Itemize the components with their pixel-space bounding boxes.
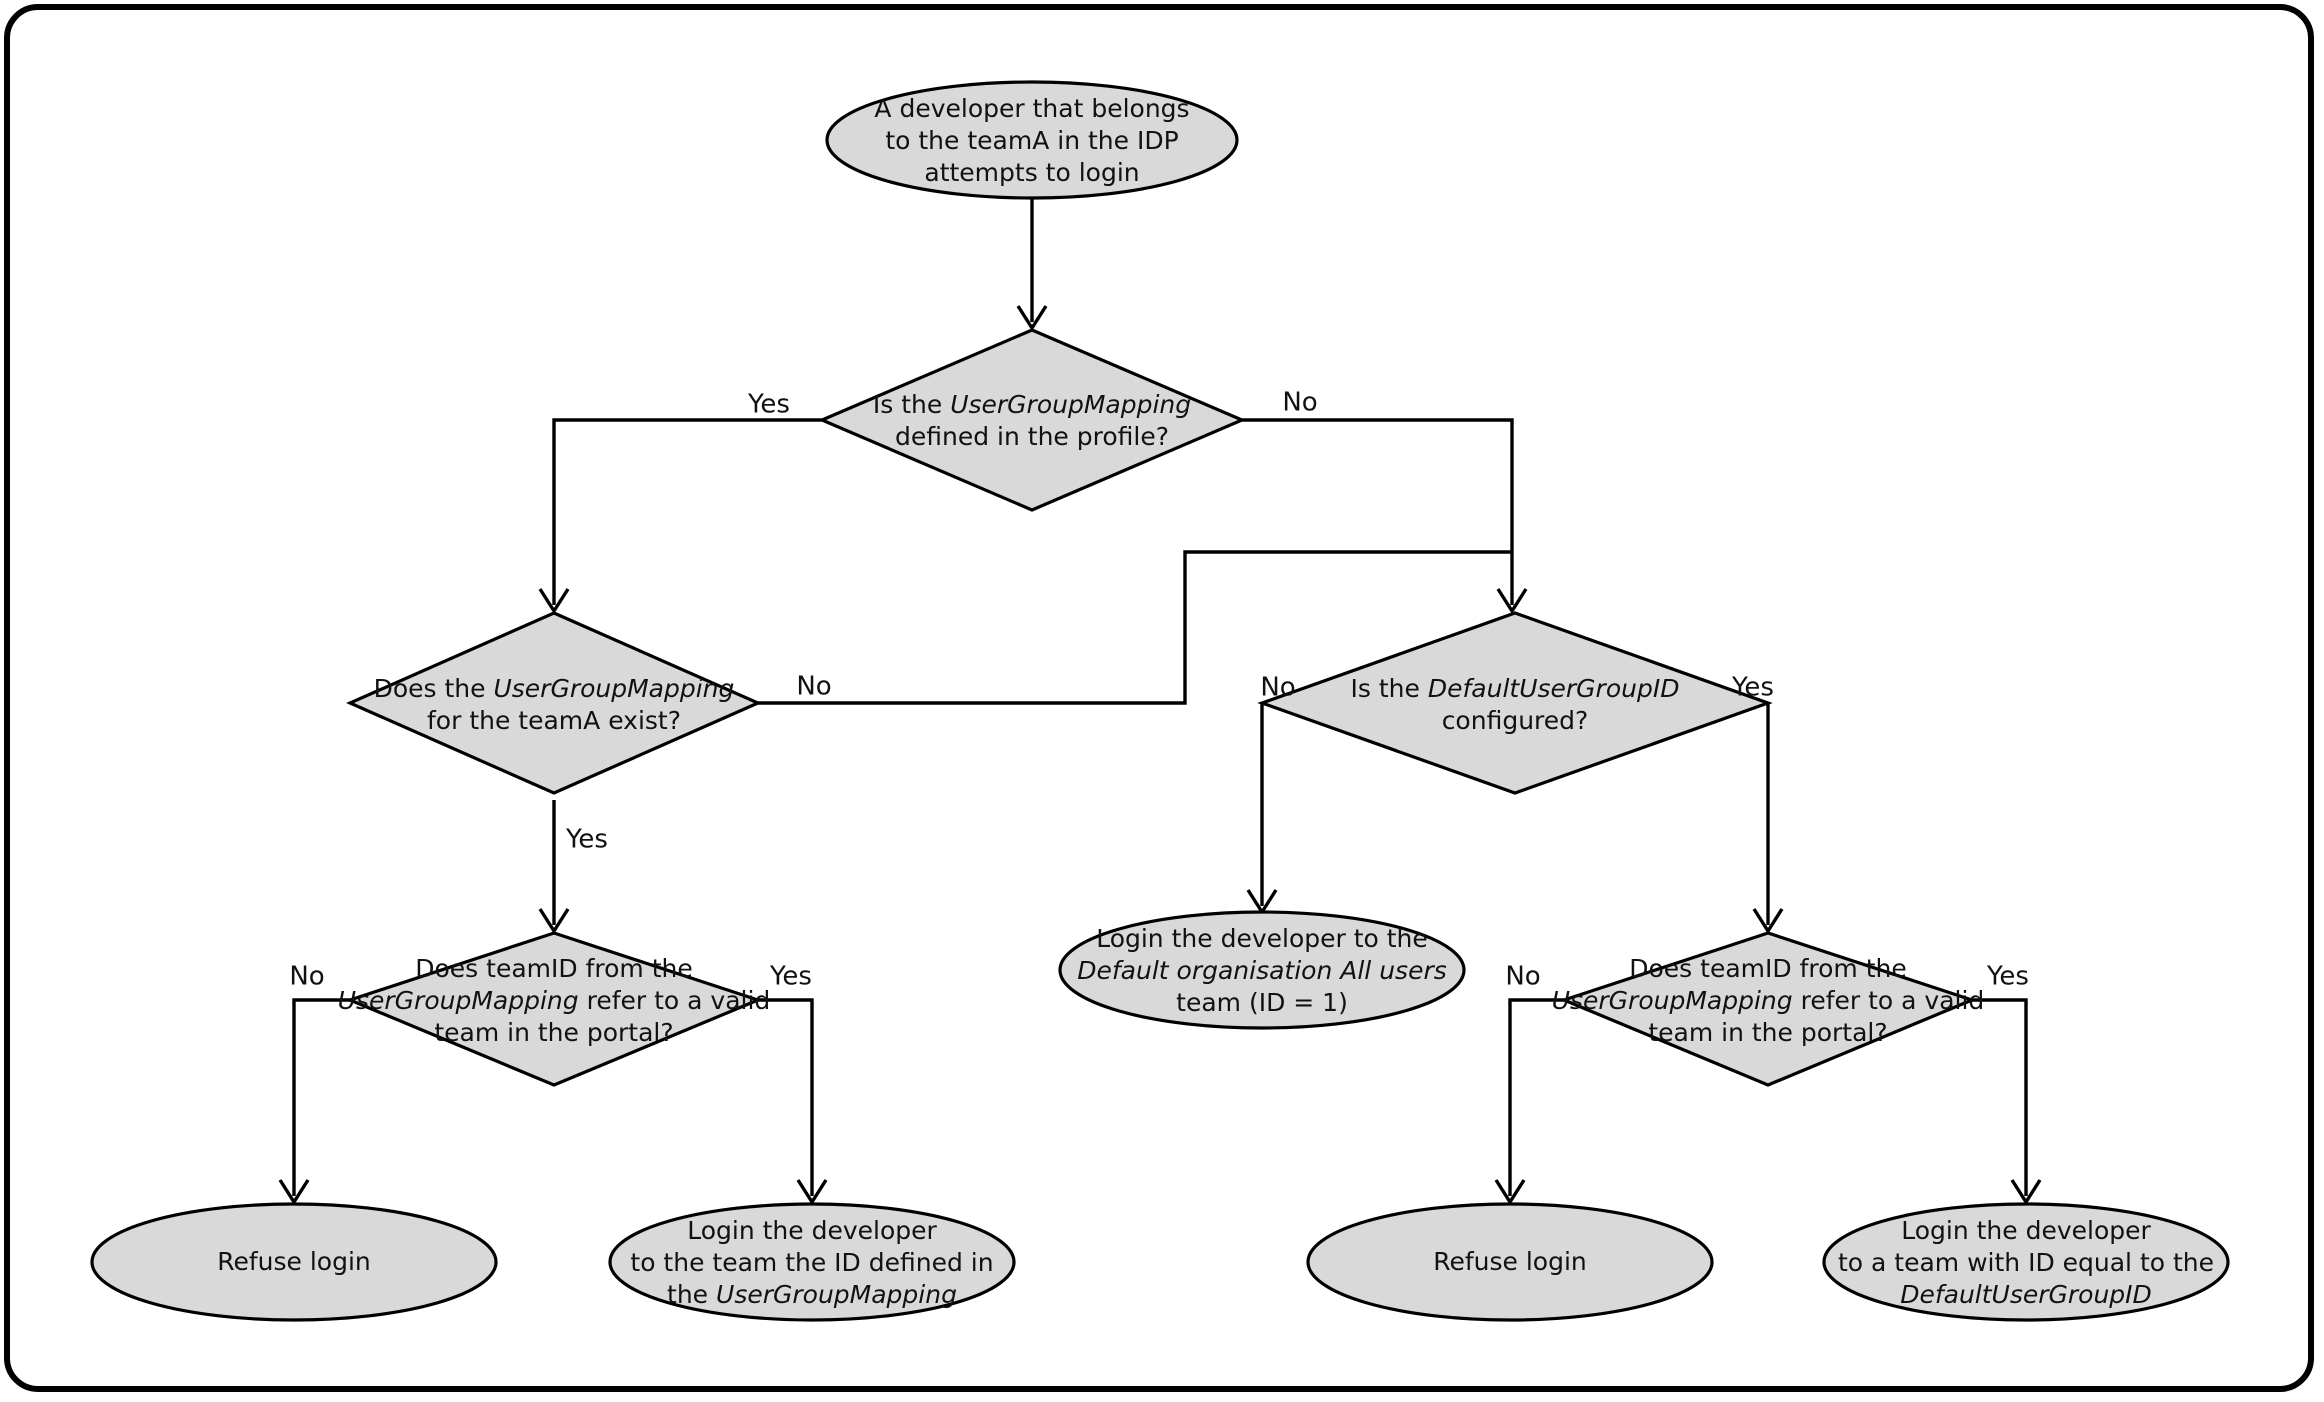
svg-text:to the team the ID defined in: to the team the ID defined in (630, 1248, 993, 1277)
node-login-mapping-line-2-seg-1: UserGroupMapping (716, 1280, 957, 1309)
edge-teamid-right-no (1508, 998, 1564, 1196)
svg-text:attempts to login: attempts to login (924, 158, 1139, 187)
node-default-group-line-0-seg-1: DefaultUserGroupID (1428, 674, 1680, 703)
svg-text:Login the developer to the: Login the developer to the (1096, 924, 1428, 953)
node-login-default-org[interactable]: Login the developer to the Default organ… (1058, 910, 1466, 1030)
edge-teamid-left-no (292, 998, 350, 1196)
svg-text:Login the developer: Login the developer (687, 1216, 937, 1245)
node-decision-mapping-defined[interactable]: Is the UserGroupMapping defined in the p… (817, 328, 1247, 512)
svg-text:Does teamID from the: Does teamID from the (415, 954, 692, 983)
svg-text:Does the UserGroupMapping: Does the UserGroupMapping (374, 674, 735, 703)
svg-text:team in the portal?: team in the portal? (434, 1018, 673, 1047)
svg-text:to the teamA in the IDP: to the teamA in the IDP (885, 126, 1178, 155)
svg-text:A developer that belongs: A developer that belongs (874, 94, 1189, 123)
edge-label-teamid-left-yes: Yes (769, 962, 812, 992)
node-teamid-right-line-0-seg-0: Does teamID from the (1629, 954, 1906, 983)
arrowhead-teamid-right-yes (2010, 1179, 2042, 1206)
node-login-default-line-1-seg-0: to a team with ID equal to the (1838, 1248, 2214, 1277)
edge-label-default-group-no: No (1260, 673, 1295, 703)
node-mapping-teama-line-1-seg-0: for the teamA exist? (427, 706, 681, 735)
node-start[interactable]: A developer that belongs to the teamA in… (825, 80, 1239, 200)
arrowhead-teamid-left-yes (796, 1179, 828, 1206)
svg-text:Default organisation All users: Default organisation All users (1077, 956, 1447, 985)
node-mapping-defined-line-0-seg-1: UserGroupMapping (950, 390, 1191, 419)
node-mapping-defined-line-1-seg-0: defined in the profile? (895, 422, 1169, 451)
edge-label-teamid-right-yes: Yes (1986, 962, 2029, 992)
edge-label-teamid-left-no: No (289, 962, 324, 992)
svg-text:for the teamA exist?: for the teamA exist? (427, 706, 681, 735)
arrowhead-teamid-right-no (1494, 1179, 1526, 1206)
arrowhead-mapping-teama-yes (538, 908, 570, 935)
edge-label-teamid-right-no: No (1505, 962, 1540, 992)
node-teamid-right-line-1-seg-0: UserGroupMapping (1552, 986, 1793, 1015)
node-default-org-line-0-seg-0: Login the developer to the (1096, 924, 1428, 953)
edge-labels-layer: Yes No No Yes No Yes No Yes No Yes (289, 388, 2029, 992)
node-teamid-left-line-0-seg-0: Does teamID from the (415, 954, 692, 983)
svg-text:UserGroupMapping refer to a va: UserGroupMapping refer to a valid (338, 986, 771, 1015)
node-decision-default-group[interactable]: Is the DefaultUserGroupID configured? (1257, 611, 1773, 795)
node-login-mapping-line-2-seg-0: the (667, 1280, 716, 1309)
svg-text:Does teamID from the: Does teamID from the (1629, 954, 1906, 983)
node-login-team-from-mapping[interactable]: Login the developer to the team the ID d… (608, 1202, 1016, 1322)
edge-teamid-left-yes (758, 998, 814, 1196)
edge-teamid-right-yes (1972, 998, 2028, 1196)
svg-text:Is the UserGroupMapping: Is the UserGroupMapping (873, 390, 1191, 419)
node-mapping-teama-line-0-seg-0: Does the (374, 674, 494, 703)
node-start-line-2-seg-0: attempts to login (924, 158, 1139, 187)
svg-text:Refuse login: Refuse login (217, 1247, 371, 1276)
node-default-org-line-1-seg-0: Default organisation All users (1077, 956, 1447, 985)
node-default-group-line-0-seg-0: Is the (1351, 674, 1428, 703)
edge-label-mapping-defined-yes: Yes (747, 390, 790, 420)
node-refuse-right-line-0-seg-0: Refuse login (1433, 1247, 1587, 1276)
node-mapping-defined-line-0-seg-0: Is the (873, 390, 950, 419)
svg-text:team in the portal?: team in the portal? (1648, 1018, 1887, 1047)
node-decision-teamid-left[interactable]: Does teamID from the UserGroupMapping re… (338, 931, 771, 1087)
edge-mapping-defined-no (1242, 418, 1514, 605)
svg-text:team (ID = 1): team (ID = 1) (1176, 988, 1348, 1017)
node-teamid-right-line-1-seg-1: refer to a valid (1793, 986, 1985, 1015)
node-login-default-line-2-seg-0: DefaultUserGroupID (1900, 1280, 2152, 1309)
edge-label-default-group-yes: Yes (1731, 673, 1774, 703)
edge-label-mapping-teama-no: No (796, 672, 831, 702)
edge-label-mapping-defined-no: No (1282, 388, 1317, 418)
arrowhead-mapping-defined-no (1496, 588, 1528, 615)
svg-text:Is the DefaultUserGroupID: Is the DefaultUserGroupID (1351, 674, 1680, 703)
edge-mapping-teama-no (758, 550, 1512, 705)
arrowhead-default-group-yes (1752, 908, 1784, 935)
edges-layer (278, 160, 2042, 1206)
node-refuse-login-left[interactable]: Refuse login (90, 1202, 498, 1322)
node-teamid-left-line-1-seg-1: refer to a valid (579, 986, 771, 1015)
node-start-line-0-seg-0: A developer that belongs (874, 94, 1189, 123)
node-decision-mapping-teama[interactable]: Does the UserGroupMapping for the teamA … (346, 611, 762, 795)
svg-text:UserGroupMapping refer to a va: UserGroupMapping refer to a valid (1552, 986, 1985, 1015)
node-decision-teamid-right[interactable]: Does teamID from the UserGroupMapping re… (1552, 931, 1985, 1087)
node-teamid-right-line-2-seg-0: team in the portal? (1648, 1018, 1887, 1047)
svg-text:configured?: configured? (1442, 706, 1589, 735)
node-teamid-left-line-1-seg-0: UserGroupMapping (338, 986, 579, 1015)
node-mapping-teama-line-0-seg-1: UserGroupMapping (493, 674, 734, 703)
node-default-org-line-2-seg-0: team (ID = 1) (1176, 988, 1348, 1017)
node-refuse-left-line-0-seg-0: Refuse login (217, 1247, 371, 1276)
svg-text:defined in the profile?: defined in the profile? (895, 422, 1169, 451)
node-teamid-left-line-2-seg-0: team in the portal? (434, 1018, 673, 1047)
svg-text:Refuse login: Refuse login (1433, 1247, 1587, 1276)
node-login-mapping-line-1-seg-0: to the team the ID defined in (630, 1248, 993, 1277)
edge-label-mapping-teama-yes: Yes (565, 825, 608, 855)
node-refuse-login-right[interactable]: Refuse login (1306, 1202, 1714, 1322)
svg-text:Login the developer: Login the developer (1901, 1216, 2151, 1245)
node-start-line-1-seg-0: to the teamA in the IDP (885, 126, 1178, 155)
node-login-mapping-line-0-seg-0: Login the developer (687, 1216, 937, 1245)
arrowhead-teamid-left-no (278, 1179, 310, 1206)
edge-mapping-defined-yes (552, 418, 822, 605)
svg-text:DefaultUserGroupID: DefaultUserGroupID (1900, 1280, 2152, 1309)
svg-text:to a team with ID equal to the: to a team with ID equal to the (1838, 1248, 2214, 1277)
node-login-team-default-id[interactable]: Login the developer to a team with ID eq… (1822, 1202, 2230, 1322)
node-default-group-line-1-seg-0: configured? (1442, 706, 1589, 735)
arrowhead-start-to-mapping-defined (1016, 305, 1048, 332)
node-login-default-line-0-seg-0: Login the developer (1901, 1216, 2151, 1245)
arrowhead-mapping-defined-yes (538, 588, 570, 615)
svg-text:the UserGroupMapping: the UserGroupMapping (667, 1280, 957, 1309)
nodes-layer: A developer that belongs to the teamA in… (90, 80, 2230, 1322)
